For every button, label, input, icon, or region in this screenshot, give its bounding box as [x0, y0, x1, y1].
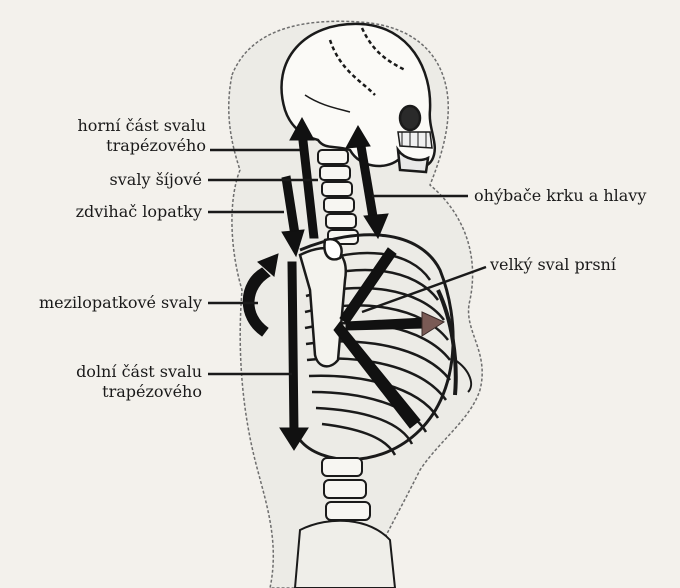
label-upper-trapezius: horní část svalu trapézového — [77, 116, 206, 156]
label-upper-trapezius-line1: horní část svalu — [77, 116, 206, 136]
label-lower-trapezius-line1: dolní část svalu — [76, 362, 202, 382]
label-upper-trapezius-line2: trapézového — [77, 136, 206, 156]
label-lower-trapezius-line2: trapézového — [76, 382, 202, 402]
label-rhomboids: mezilopatkové svaly — [39, 293, 202, 313]
label-levator-scapulae: zdvihač lopatky — [76, 202, 202, 222]
label-neck-muscles: svaly šíjové — [110, 170, 202, 190]
label-neck-flexors: ohýbače krku a hlavy — [474, 186, 646, 206]
label-pectoralis-major: velký sval prsní — [490, 255, 616, 275]
label-lower-trapezius: dolní část svalu trapézového — [76, 362, 202, 402]
